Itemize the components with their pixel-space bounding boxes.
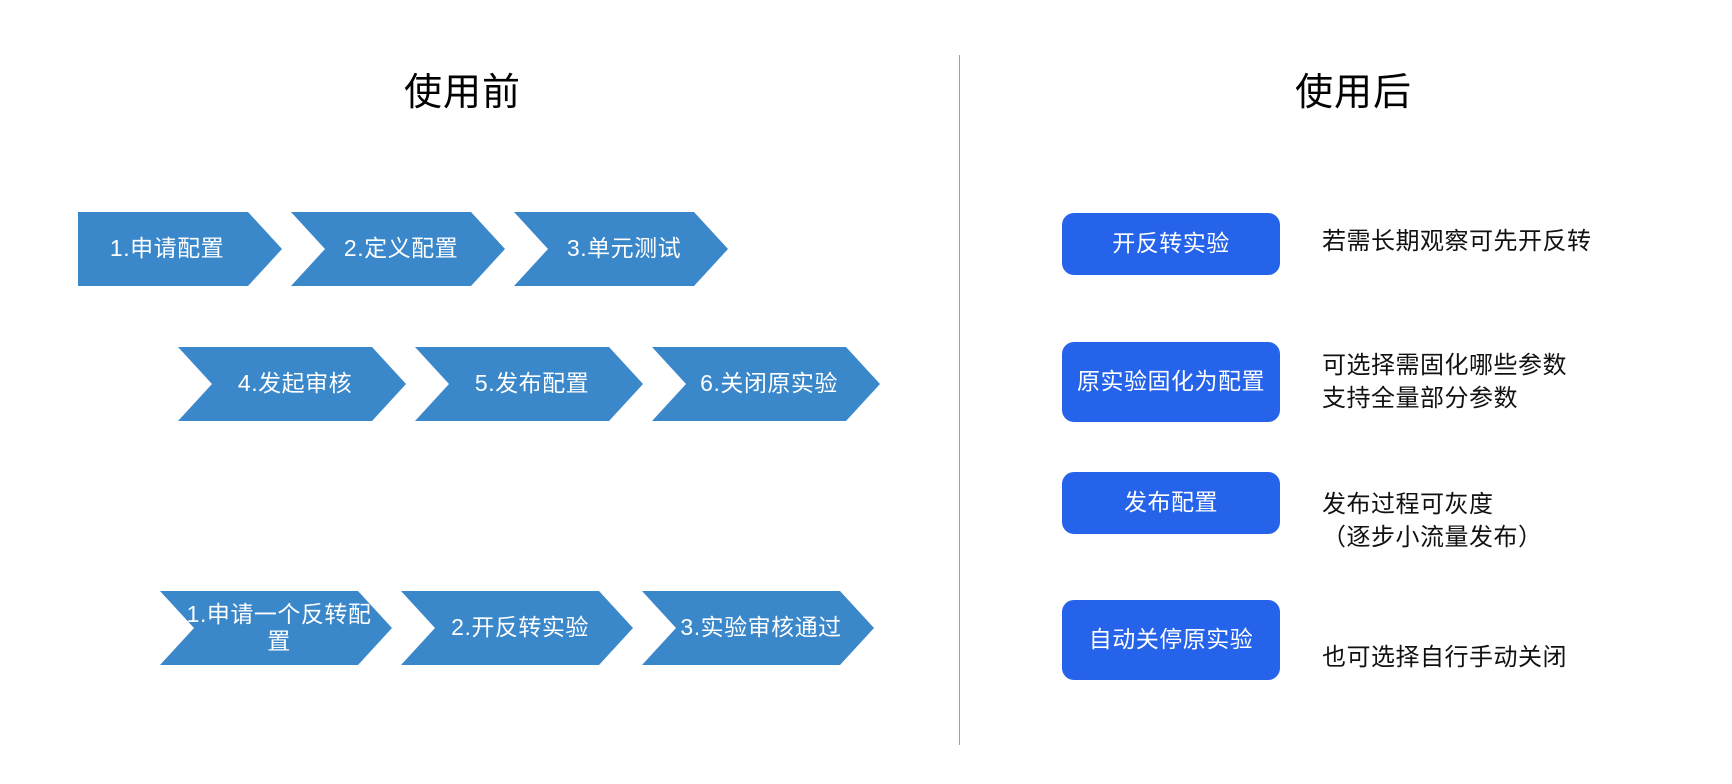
flow-step-label: 6.关闭原实验 [700,370,838,397]
flow-step[interactable]: 1.申请配置 [78,212,282,286]
flow-step[interactable]: 2.开反转实验 [401,591,633,665]
flow-step-label: 5.发布配置 [474,370,590,397]
after-pill[interactable]: 开反转实验 [1062,213,1280,275]
after-pill-label: 自动关停原实验 [1088,626,1254,653]
flow-step-label: 1.申请配置 [109,235,225,262]
flow-step[interactable]: 4.发起审核 [178,347,406,421]
after-pill-label: 发布配置 [1124,489,1218,516]
after-pill-label: 开反转实验 [1112,230,1230,257]
panel-divider [959,55,960,745]
flow-step[interactable]: 3.单元测试 [514,212,728,286]
after-row-4: 自动关停原实验 也可选择自行手动关闭 [1062,600,1567,680]
after-description: 发布过程可灰度 （逐步小流量发布） [1322,491,1543,552]
flow-step-label: 2.开反转实验 [451,614,589,641]
flow-step[interactable]: 2.定义配置 [291,212,505,286]
flow-step-label: 3.单元测试 [566,235,682,262]
after-pill[interactable]: 发布配置 [1062,472,1280,535]
after-row-1: 开反转实验 若需长期观察可先开反转 [1062,213,1592,275]
page-title-after: 使用后 [1295,72,1413,114]
after-description: 若需长期观察可先开反转 [1322,228,1592,256]
flow-step-label: 2.定义配置 [343,235,459,262]
after-pill-label: 原实验固化为配置 [1077,368,1265,395]
after-pill[interactable]: 原实验固化为配置 [1062,342,1280,422]
after-description: 也可选择自行手动关闭 [1322,644,1567,672]
flow-row-2: 4.发起审核 5.发布配置 6.关闭原实验 [178,347,889,421]
flow-step[interactable]: 5.发布配置 [415,347,643,421]
flow-step-label: 3.实验审核通过 [680,614,842,641]
page-title-before: 使用前 [404,72,522,114]
flow-step-label: 4.发起审核 [237,370,353,397]
flow-step-label: 1.申请一个反转配置 [186,600,372,654]
flow-step[interactable]: 1.申请一个反转配置 [160,591,392,665]
after-pill[interactable]: 自动关停原实验 [1062,600,1280,680]
after-row-2: 原实验固化为配置 可选择需固化哪些参数 支持全量部分参数 [1062,342,1567,422]
flow-step[interactable]: 6.关闭原实验 [652,347,880,421]
flow-row-1: 1.申请配置 2.定义配置 3.单元测试 [78,212,737,286]
flow-step[interactable]: 3.实验审核通过 [642,591,874,665]
after-row-3: 发布配置 发布过程可灰度 （逐步小流量发布） [1062,470,1543,551]
after-description: 可选择需固化哪些参数 支持全量部分参数 [1322,351,1567,412]
flow-row-3: 1.申请一个反转配置 2.开反转实验 3.实验审核通过 [160,591,883,665]
